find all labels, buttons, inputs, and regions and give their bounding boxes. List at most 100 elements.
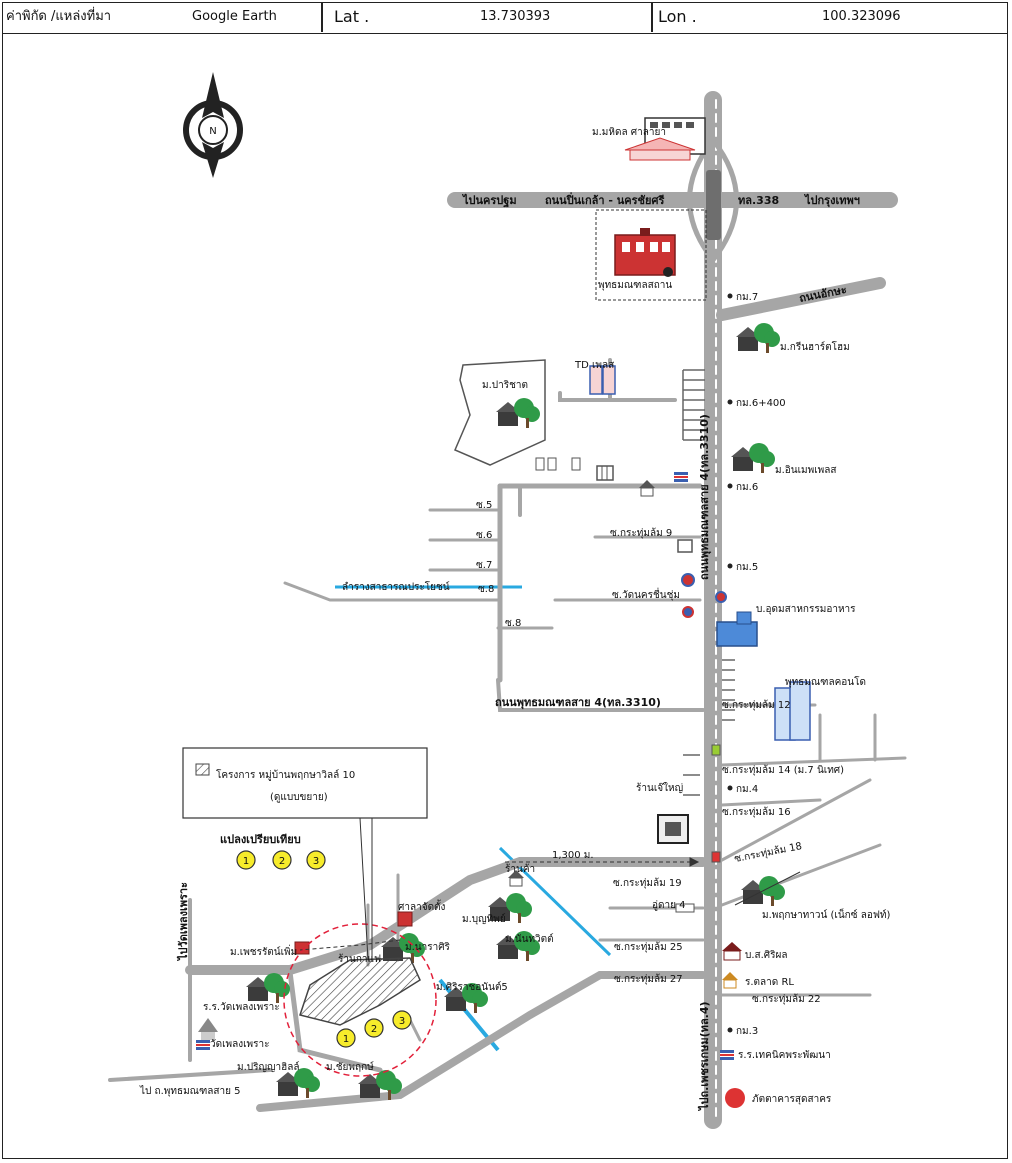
- km-label: กม.7: [736, 292, 758, 303]
- place-shop-rl: ร.ตลาด RL: [745, 977, 794, 988]
- place-rimthang: ม.ศิริราชอนันต์5: [436, 981, 508, 993]
- soi-label: ซ.6: [476, 530, 492, 541]
- building-blocks: [682, 369, 735, 796]
- udom-factory-icon: [716, 611, 758, 647]
- km-label: กม.3: [736, 1026, 758, 1037]
- site-comparison-markers: 1 2 3: [336, 1010, 412, 1048]
- comparison-marker: [392, 1010, 412, 1030]
- place-soi-27: ซ.กระทุ่มล้ม 27: [614, 973, 683, 985]
- header-bar: ค่าพิกัด /แหล่งที่มา Google Earth Lat . …: [2, 2, 1008, 34]
- mahidol-building-icon: [624, 117, 706, 161]
- place-prinya: ม.ปริญญาฮิลล์: [237, 1061, 300, 1073]
- map-canvas: N: [108, 72, 907, 1129]
- comparison-marker-label: 2: [279, 856, 285, 867]
- comparison-marker: [272, 850, 292, 870]
- shop-big-icon: [657, 814, 689, 844]
- place-shop-cafe: ร้านกาแฟ: [338, 953, 381, 965]
- road-label-main: ถนนปิ่นเกล้า - นครชัยศรี: [545, 192, 664, 207]
- km-label: กม.6+400: [736, 398, 786, 409]
- place-greenhart: ม.กรีนฮาร์ตโฮม: [780, 340, 850, 353]
- km-label: กม.6: [736, 482, 758, 493]
- place-pruksa-town: ม.พฤกษาทาวน์ (เน็กซ์ ลอฟท์): [762, 907, 890, 921]
- tree-house-icon: [246, 973, 290, 1003]
- distance-label: 1,300 ม.: [552, 850, 594, 861]
- project-site: [283, 923, 437, 1077]
- lon-label: Lon .: [658, 7, 697, 26]
- comparison-marker-label: 1: [343, 1034, 349, 1045]
- place-kidee: ม.ชัยพฤกษ์: [326, 1061, 374, 1073]
- lat-label: Lat .: [334, 7, 370, 26]
- place-inmai: ม.อินเมพเพลส: [775, 465, 836, 476]
- road-label-left: ไปวัดเพลงเพราะ: [176, 882, 190, 962]
- soi-label: ซ.8: [478, 584, 494, 595]
- place-phetsiri: ม.เพชรรัตน์เพิ่ม: [230, 944, 297, 958]
- canal-label: ลำรางสาธารณประโยชน์: [342, 580, 450, 593]
- place-soi-19: ซ.กระทุ่มล้ม 19: [613, 877, 682, 889]
- place-hospital: ภัตตาคารสุดสาคร: [752, 1094, 832, 1105]
- legend-comparison: แปลงเปรียบเทียบ: [220, 833, 301, 846]
- km-label: กม.4: [736, 784, 758, 795]
- road-label-aksa: ถนนอักษะ: [798, 283, 848, 305]
- place-soi-14: ซ.กระทุ่มล้ม 14 (ม.7 นิเทศ): [722, 764, 844, 776]
- km-label: กม.5: [736, 562, 758, 573]
- lon-value: 100.323096: [822, 9, 901, 24]
- place-mahidol: ม.มหิดล ศาลายา: [592, 127, 666, 138]
- tree-house-icon: [358, 1070, 402, 1100]
- condo-building-icon: [774, 681, 811, 741]
- phutthamonthon-building-icon: [614, 228, 676, 277]
- divider: [651, 2, 653, 32]
- road-label-code: ทล.338: [738, 194, 779, 207]
- place-wat: ซ.วัดนครชื่นชุ่ม: [612, 587, 680, 601]
- km-dot: [727, 293, 733, 299]
- place-soi-18: ซ.กระทุ่มล้ม 18: [733, 840, 803, 865]
- km-dot: [727, 399, 733, 405]
- place-soi-16: ซ.กระทุ่มล้ม 16: [722, 806, 791, 818]
- small-house-icons: [198, 457, 742, 1040]
- comparison-marker-label: 3: [399, 1016, 405, 1027]
- km-dot: [727, 785, 733, 791]
- comparison-marker-label: 1: [243, 856, 249, 867]
- place-rutai: อู่ดาย 4: [652, 900, 686, 911]
- place-wat-phleng-2: วัดเพลงเพราะ: [210, 1039, 270, 1050]
- place-sala: ศาลาจัดตั้ง: [398, 899, 446, 913]
- place-tarachai: ม.นาราศิริ: [405, 942, 451, 953]
- tree-house-icon: [496, 931, 540, 961]
- phutthamonthon-boundary: [595, 209, 707, 301]
- place-boonthip: ม.บุญทิพย์: [462, 913, 506, 925]
- lat-value: 13.730393: [480, 9, 551, 24]
- td-place-icon: [589, 365, 616, 395]
- place-soi-25: ซ.กระทุ่มล้ม 25: [614, 941, 683, 953]
- tree-house-icon: [741, 876, 785, 906]
- place-suwan: บ.ส.ศิริผล: [745, 950, 788, 961]
- legend-project: โครงการ หมู่บ้านพฤกษาวิลล์ 10: [216, 768, 355, 781]
- km-dot: [727, 563, 733, 569]
- source-value: Google Earth: [192, 9, 277, 24]
- soi-label: ซ.8: [505, 618, 521, 629]
- road-label-to-nakhon-pathom: ไปนครปฐม: [461, 193, 517, 208]
- overpass-bar: [706, 170, 721, 240]
- road-label-bottom-left: ไป ถ.พุทธมณฑลสาย 5: [139, 1085, 241, 1097]
- comparison-marker: [364, 1018, 384, 1038]
- place-soi-12: ซ.กระทุ่มล้ม 12: [722, 699, 791, 711]
- tree-house-icon: [496, 398, 540, 428]
- comparison-marker: [336, 1028, 356, 1048]
- km-dot: [727, 1027, 733, 1033]
- road-label-middle: ถนนพุทธมณฑลสาย 4(ทล.3310): [495, 696, 661, 710]
- road-label-vertical-bottom: ไปถ.เพชรเกษม(ทล.4): [697, 1001, 711, 1112]
- soi-label: ซ.7: [476, 560, 492, 571]
- north-arrow-icon: N: [183, 72, 243, 178]
- km-dot: [727, 483, 733, 489]
- place-school: ร.ร.เทคนิคพระพัฒนา: [738, 1050, 831, 1061]
- place-udom: บ.อุดมสาหกรรมอาหาร: [756, 604, 856, 615]
- place-shop-small: ร้านค้า: [505, 863, 535, 875]
- tree-house-icon: [444, 983, 488, 1013]
- road-label-to-bangkok: ไปกรุงเทพฯ: [803, 193, 860, 208]
- soi-labels: ซ.5 ซ.6 ซ.7 ซ.8 ซ.8: [476, 500, 521, 629]
- comparison-marker-label: 2: [371, 1024, 377, 1035]
- soi-label: ซ.5: [476, 500, 492, 511]
- place-condo: พุทธมณฑลคอนโด: [785, 675, 866, 688]
- place-soi-9: ซ.กระทุ่มล้ม 9: [610, 527, 672, 539]
- compass-letter: N: [209, 126, 216, 137]
